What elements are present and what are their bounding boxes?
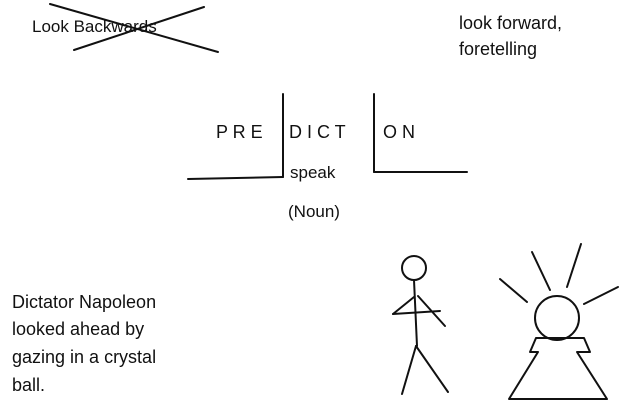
figure-leg-right	[415, 345, 449, 393]
crystal-ball-orb	[534, 295, 580, 341]
example-line-1: Dictator Napoleon	[12, 292, 157, 312]
cross-out-stroke-1	[49, 3, 219, 53]
example-line-4: ball.	[12, 375, 46, 395]
word-prefix: P R E	[216, 122, 263, 142]
ray-far-left	[499, 278, 528, 303]
ray-far-right	[583, 286, 619, 305]
crystal-ball	[499, 243, 619, 400]
figure-arm-left	[392, 296, 415, 315]
meaning-line-1: look forward,	[459, 13, 563, 33]
word-suffix: O N	[383, 122, 416, 142]
cross-out-mark	[49, 3, 219, 53]
ray-right	[566, 243, 582, 288]
word-root: D I C T	[289, 122, 346, 142]
prefix-baseline	[187, 176, 284, 180]
cross-out-stroke-2	[73, 6, 205, 51]
figure-head	[401, 255, 427, 281]
ray-left	[531, 251, 551, 291]
example-line-2: looked ahead by	[12, 319, 145, 339]
word-division-lines	[187, 93, 468, 180]
figure-leg-left	[401, 345, 417, 395]
figure-arm-right	[417, 295, 446, 327]
crystal-ball-stand	[508, 337, 608, 400]
meaning-line-2: foretelling	[459, 39, 538, 59]
look-backwards-text: Look Backwards	[32, 17, 157, 36]
stick-figure	[392, 255, 449, 395]
part-of-speech-label: (Noun)	[288, 202, 340, 221]
example-line-3: gazing in a crystal	[12, 347, 157, 367]
root-meaning-label: speak	[290, 163, 336, 182]
